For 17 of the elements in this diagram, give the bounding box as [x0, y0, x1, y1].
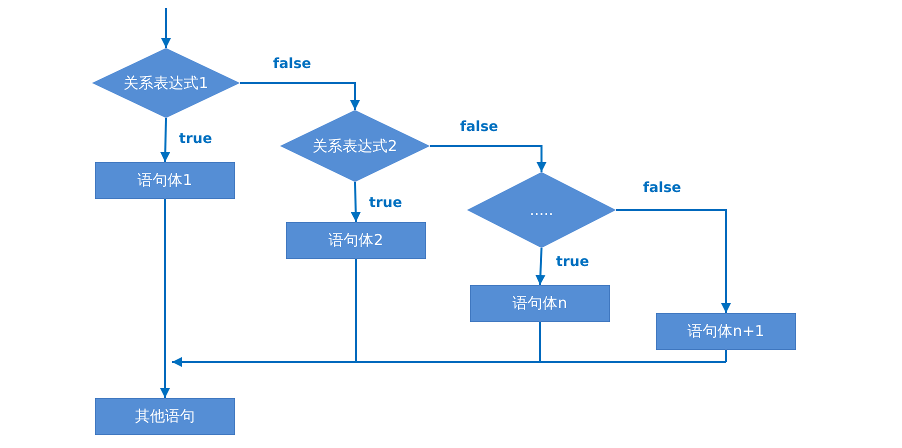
arrow — [160, 118, 170, 162]
arrow — [160, 199, 170, 398]
process-box: 语句体n+1 — [656, 313, 796, 350]
arrow — [240, 82, 360, 110]
process-box: 语句体1 — [95, 162, 235, 199]
decision-diamond: ..... — [467, 172, 616, 248]
process-box: 语句体2 — [286, 222, 426, 259]
arrow — [172, 357, 726, 367]
decision-diamond: 关系表达式1 — [92, 48, 240, 118]
arrow — [535, 248, 546, 286]
process-box: 其他语句 — [95, 398, 235, 435]
arrow — [616, 209, 731, 313]
arrow — [430, 145, 546, 172]
process-box: 语句体n — [470, 285, 610, 322]
decision-diamond: 关系表达式2 — [280, 110, 430, 182]
arrow — [161, 8, 171, 48]
arrow — [350, 182, 361, 222]
